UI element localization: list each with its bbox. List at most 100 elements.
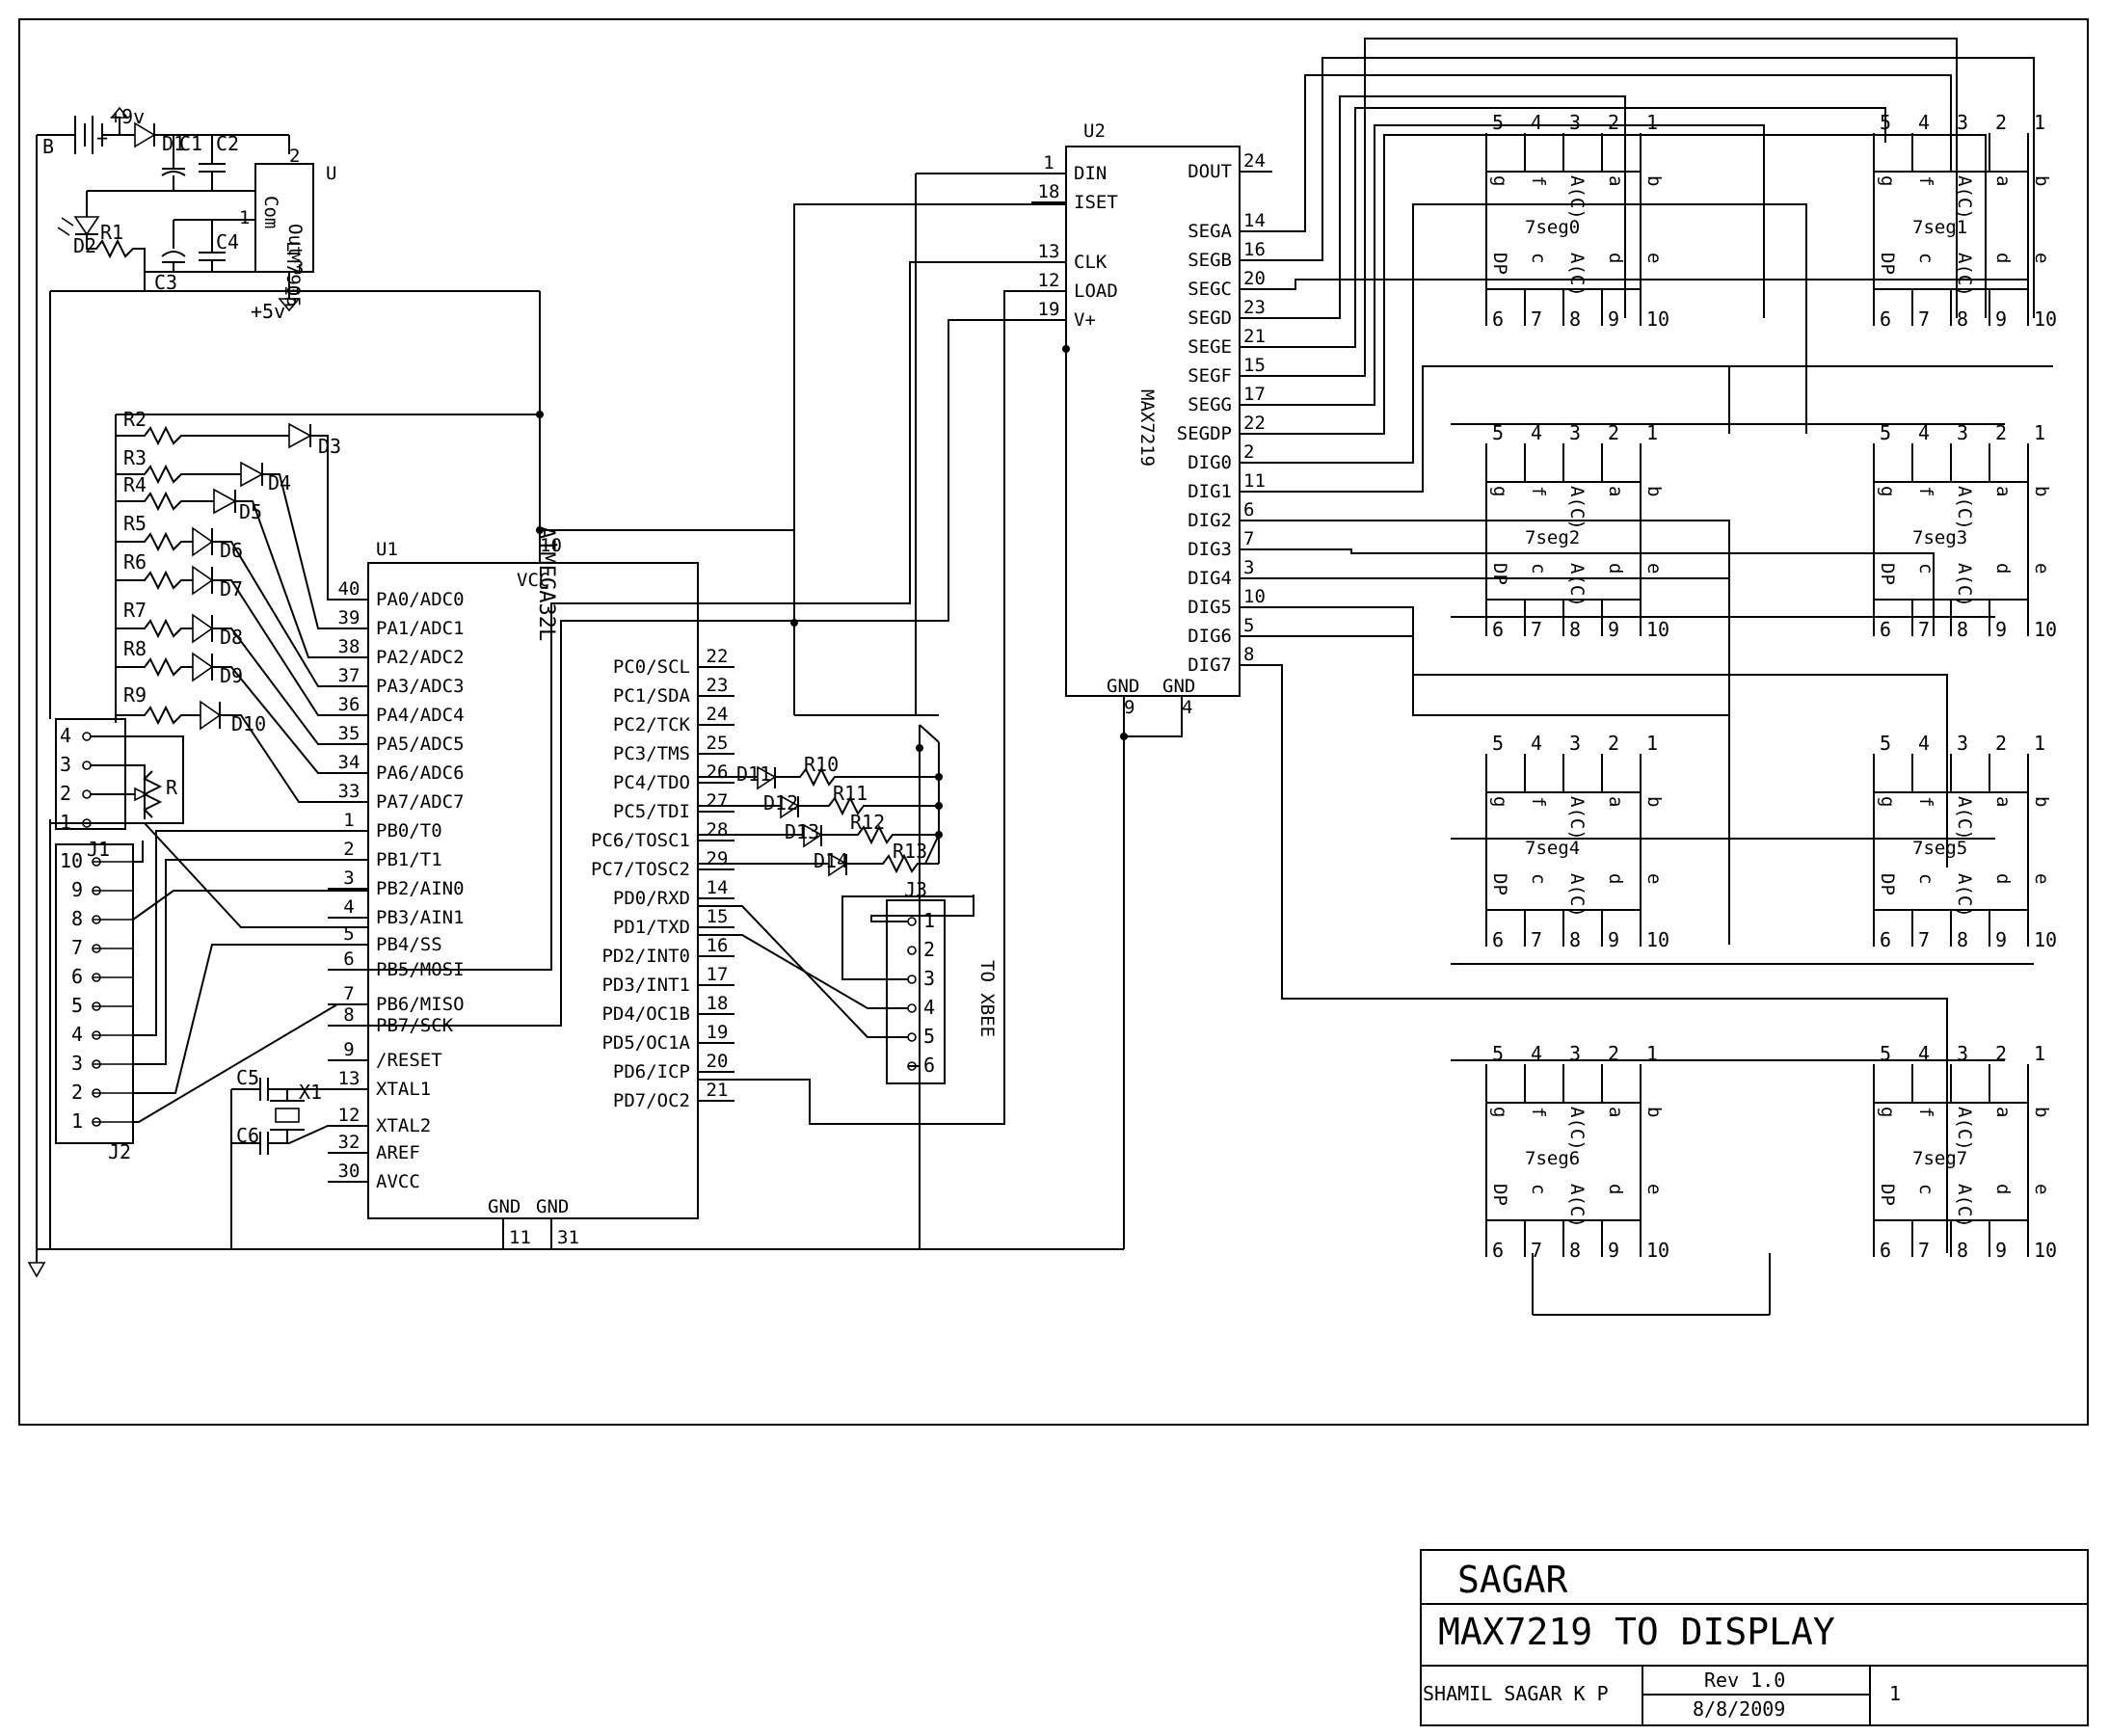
svg-text:7: 7 [1531,1239,1542,1262]
svg-text:7seg4: 7seg4 [1525,838,1580,859]
drawing-title: MAX7219 TO DISPLAY [1438,1611,1835,1653]
svg-text:1: 1 [1646,111,1658,134]
svg-text:PC2/TCK: PC2/TCK [613,714,691,735]
svg-text:DP: DP [1877,1184,1898,1206]
capacitor-c3 [161,251,186,257]
svg-text:4: 4 [60,724,71,747]
svg-text:D14: D14 [814,849,848,872]
svg-text:g: g [1489,486,1510,496]
svg-text:16: 16 [707,935,729,956]
diode-d1 [134,121,156,148]
svg-text:b: b [2031,486,2052,496]
svg-text:f: f [1528,1107,1549,1117]
svg-text:7seg0: 7seg0 [1525,217,1580,238]
svg-text:C4: C4 [216,230,239,254]
svg-text:22: 22 [1243,413,1266,434]
svg-text:R: R [166,776,178,799]
svg-text:10: 10 [2034,307,2057,331]
svg-text:2: 2 [1995,1042,2007,1065]
svg-text:16: 16 [1243,239,1266,260]
svg-text:6: 6 [1880,618,1891,641]
svg-text:14: 14 [1243,210,1266,231]
svg-text:PA6/ADC6: PA6/ADC6 [376,762,465,784]
svg-text:7seg5: 7seg5 [1912,838,1967,859]
svg-text:37: 37 [338,665,360,686]
svg-text:9: 9 [1608,618,1619,641]
svg-text:VCC: VCC [517,570,549,591]
svg-text:R10: R10 [804,753,839,776]
svg-text:8: 8 [1243,644,1254,665]
svg-text:13: 13 [338,1068,360,1089]
svg-text:d: d [1605,253,1626,263]
svg-text:DP: DP [1489,1184,1510,1206]
svg-text:10: 10 [2034,928,2057,951]
svg-text:GND: GND [1107,676,1139,697]
svg-text:31: 31 [557,1227,579,1248]
svg-text:f: f [1915,1107,1936,1117]
svg-text:DP: DP [1877,253,1898,275]
svg-text:8: 8 [1957,1239,1968,1262]
svg-text:11: 11 [1243,470,1266,492]
svg-text:6: 6 [1880,928,1891,951]
svg-text:10: 10 [1646,618,1669,641]
svg-text:PB0/T0: PB0/T0 [376,820,442,841]
svg-text:7: 7 [343,983,354,1004]
svg-text:Com: Com [260,196,281,228]
svg-text:AREF: AREF [376,1142,420,1163]
battery-label: B [42,135,54,158]
svg-text:/RESET: /RESET [376,1050,442,1071]
svg-text:8: 8 [1569,618,1581,641]
svg-text:11: 11 [509,1227,531,1248]
svg-text:R1: R1 [100,221,123,244]
svg-text:GND: GND [1162,676,1195,697]
potentiometer-r [142,770,163,818]
svg-text:5: 5 [1492,421,1504,444]
svg-text:PD2/INT0: PD2/INT0 [601,946,690,967]
svg-text:3: 3 [343,868,354,889]
svg-text:DP: DP [1489,563,1510,585]
svg-text:4: 4 [343,896,354,918]
svg-text:D11: D11 [736,762,771,786]
svg-text:PB1/T1: PB1/T1 [376,849,442,870]
svg-text:7: 7 [71,936,83,959]
svg-text:PA5/ADC5: PA5/ADC5 [376,734,465,755]
svg-text:b: b [1643,1107,1665,1117]
svg-text:1: 1 [2034,1042,2045,1065]
svg-text:3: 3 [1957,421,1968,444]
svg-text:d: d [1605,1184,1626,1194]
svg-text:e: e [2031,873,2052,884]
author-name: SAGAR [1457,1559,1568,1601]
svg-text:6: 6 [1492,618,1504,641]
svg-text:27: 27 [707,790,729,812]
title-block: SAGAR MAX7219 TO DISPLAY SHAMIL SAGAR K … [1420,1549,2089,1726]
svg-text:f: f [1915,175,1936,186]
svg-text:PA3/ADC3: PA3/ADC3 [376,676,465,697]
u1-u2-wires [368,173,1183,1249]
svg-text:a: a [1992,1107,2014,1117]
svg-text:38: 38 [338,636,360,657]
svg-text:8: 8 [1569,1239,1581,1262]
svg-text:a: a [1992,486,2014,496]
svg-text:R12: R12 [850,811,885,834]
svg-text:DP: DP [1877,873,1898,895]
svg-text:c: c [1915,253,1936,263]
svg-text:TO XBEE: TO XBEE [976,960,998,1037]
svg-text:PA2/ADC2: PA2/ADC2 [376,647,465,668]
svg-text:1: 1 [923,909,935,932]
svg-text:8: 8 [343,1004,354,1026]
svg-text:3: 3 [1569,111,1581,134]
svg-text:SEGB: SEGB [1188,250,1232,271]
svg-text:DIG2: DIG2 [1188,510,1232,531]
svg-text:ATMEGA32L: ATMEGA32L [534,526,558,641]
connector-j1: 4 3 2 1 J1 R [49,718,368,1249]
svg-text:25: 25 [707,733,729,754]
capacitor-c1 [161,171,186,176]
svg-text:8: 8 [1957,928,1968,951]
svg-text:23: 23 [1243,297,1266,318]
